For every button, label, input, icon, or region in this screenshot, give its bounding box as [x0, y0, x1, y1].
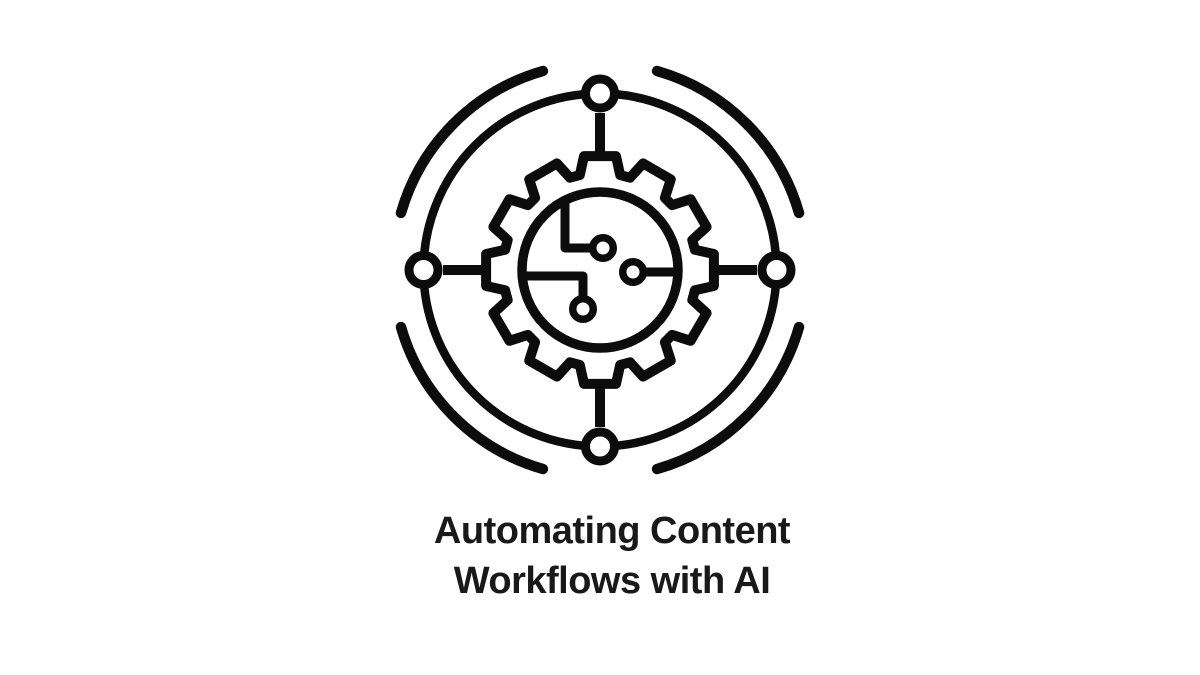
automation-gear-network-icon	[395, 65, 805, 475]
corner-arc-top-left-icon	[395, 65, 549, 219]
caption-line-2: Workflows with AI	[453, 560, 771, 602]
circuit-nodes-icon	[569, 234, 647, 323]
gear-hub-circle-icon	[517, 187, 683, 353]
gear-icon	[481, 151, 719, 389]
connector-nodes-icon	[404, 74, 796, 466]
corner-arc-bottom-right-icon	[651, 321, 805, 475]
corner-arcs-icon	[395, 65, 805, 475]
connector-node-right-icon	[757, 251, 796, 289]
circuit-node-icon	[589, 234, 617, 262]
circuit-node-icon	[619, 258, 647, 286]
connector-node-left-icon	[404, 251, 443, 289]
automation-illustration	[380, 50, 820, 490]
corner-arc-bottom-left-icon	[395, 321, 549, 475]
connector-node-bottom-icon	[581, 427, 619, 466]
corner-arc-top-right-icon	[651, 65, 805, 219]
circuit-trace-left-icon	[523, 271, 588, 298]
circuit-traces-icon	[523, 201, 677, 298]
caption: Automating Content Workflows with AI	[362, 506, 862, 606]
connector-node-top-icon	[581, 74, 619, 113]
caption-line-1: Automating Content	[433, 510, 791, 552]
circuit-trace-top-icon	[560, 201, 590, 253]
circuit-node-icon	[569, 295, 597, 323]
